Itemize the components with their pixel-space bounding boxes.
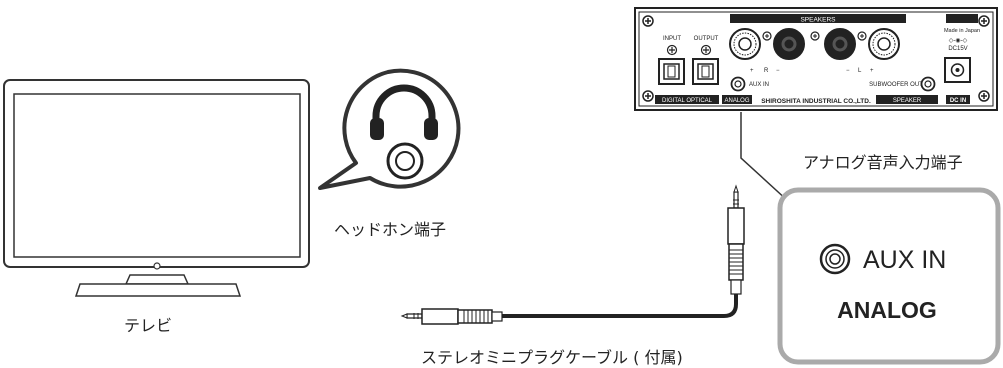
headphone-jack-icon bbox=[386, 142, 424, 180]
aux-in-jack-icon bbox=[819, 243, 851, 275]
power-spec-label: DC15V bbox=[948, 46, 967, 52]
tv-stand-base bbox=[74, 283, 242, 297]
aux-in-callout: AUX IN ANALOG bbox=[777, 187, 1001, 365]
callout-analog-label: ANALOG bbox=[837, 297, 937, 323]
made-in-japan-plate bbox=[946, 14, 978, 23]
maker-label: SHIROSHITA INDUSTRIAL CO.,LTD. bbox=[761, 98, 871, 105]
vertical-plug bbox=[727, 184, 745, 295]
digital-optical-strip bbox=[655, 95, 719, 104]
l-minus-mark: − bbox=[846, 68, 850, 74]
l-plus-mark: + bbox=[870, 68, 874, 74]
cable-label: ステレオミニプラグケーブル ( 付属) bbox=[421, 348, 683, 367]
analog-input-label: アナログ音声入力端子 bbox=[803, 153, 963, 172]
optical-ports bbox=[658, 58, 719, 85]
tv-stand-neck bbox=[124, 274, 190, 285]
optical-output-label: OUTPUT bbox=[694, 36, 719, 42]
speakers-label: SPEAKERS bbox=[800, 17, 836, 24]
panel-analog-label: ANALOG bbox=[724, 98, 749, 104]
made-in-label: Made in Japan bbox=[944, 28, 980, 34]
speaker-strip bbox=[876, 95, 938, 104]
speakers-label-bar bbox=[730, 14, 906, 23]
r-minus-mark: − bbox=[776, 68, 780, 74]
dc-in-strip bbox=[946, 95, 970, 104]
subwoofer-out-label: SUBWOOFER OUT bbox=[869, 82, 923, 88]
panel-aux-in-label: AUX IN bbox=[749, 82, 769, 88]
digital-optical-label: DIGITAL OPTICAL bbox=[662, 98, 713, 104]
analog-strip bbox=[722, 95, 752, 104]
r-channel-mark: R bbox=[764, 68, 769, 74]
panel-aux-in-jack bbox=[730, 76, 746, 92]
dc-in-label: DC IN bbox=[950, 98, 966, 104]
svg-text:◇-◉-◇: ◇-◉-◇ bbox=[949, 38, 968, 44]
panel-screws bbox=[642, 15, 990, 102]
dc-power-jack bbox=[944, 57, 971, 83]
headphones-icon bbox=[370, 84, 438, 140]
callout-aux-in-label: AUX IN bbox=[863, 246, 946, 274]
tv-label: テレビ bbox=[124, 316, 173, 335]
subwoofer-out-jack bbox=[920, 76, 936, 92]
speaker-terminals bbox=[729, 28, 900, 60]
horizontal-plug bbox=[400, 308, 503, 325]
headphone-jack-label: ヘッドホン端子 bbox=[334, 220, 447, 239]
headphone-bubble bbox=[318, 68, 461, 190]
speaker-label: SPEAKER bbox=[893, 98, 922, 104]
r-plus-mark: + bbox=[750, 68, 754, 74]
tv-illustration bbox=[3, 79, 310, 297]
optical-input-label: INPUT bbox=[663, 36, 681, 42]
amplifier-rear-panel: SPEAKERS Made in Japan ◇-◉-◇ DC15V INPUT… bbox=[634, 7, 998, 111]
stereo-mini-plug-cable bbox=[400, 184, 745, 325]
tv-power-led bbox=[153, 262, 161, 270]
l-channel-mark: L bbox=[858, 68, 862, 74]
